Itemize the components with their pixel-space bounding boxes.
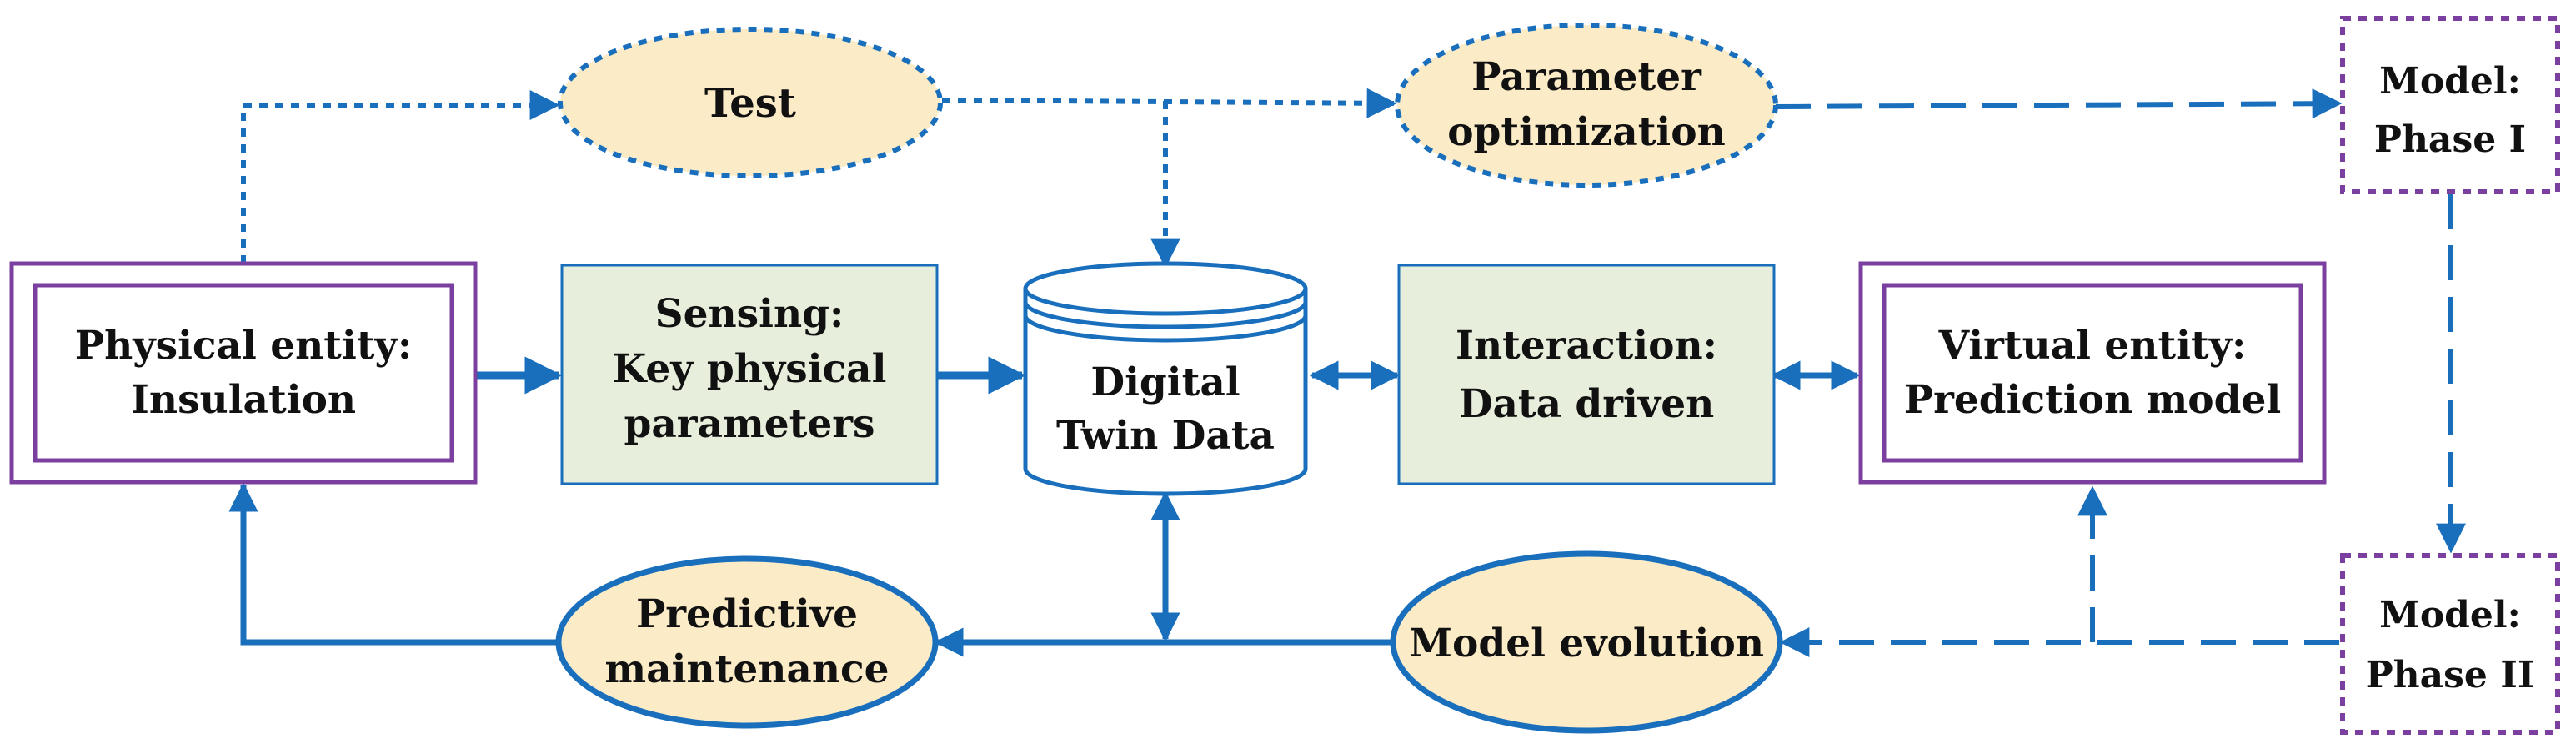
interaction-node: Interaction: Data driven xyxy=(1397,264,1776,485)
edge-physical-to-test xyxy=(241,90,560,264)
virtual-entity-node: Virtual entity: Prediction model xyxy=(1858,261,2327,485)
model-phase1-line1: Model: xyxy=(2379,60,2521,103)
interaction-line1: Interaction: xyxy=(1456,323,1717,369)
model-phase1-line2: Phase I xyxy=(2374,118,2526,161)
predictive-maintenance-node: Predictive maintenance xyxy=(555,555,939,729)
physical-entity-line1: Physical entity: xyxy=(75,323,412,369)
predictive-maintenance-line2: maintenance xyxy=(604,646,889,692)
parameter-optimization-line2: optimization xyxy=(1447,109,1726,155)
virtual-entity-line2: Prediction model xyxy=(1904,377,2282,423)
sensing-node: Sensing: Key physical parameters xyxy=(560,264,939,485)
sensing-line2: Key physical xyxy=(613,346,887,392)
sensing-line3: parameters xyxy=(624,401,875,447)
digital-twin-line1: Digital xyxy=(1090,359,1240,405)
digital-twin-data-node: Digital Twin Data xyxy=(1023,261,1308,496)
parameter-optimization-line1: Parameter xyxy=(1471,54,1702,100)
model-phase2-line2: Phase II xyxy=(2366,654,2535,696)
test-node: Test xyxy=(558,27,943,178)
model-evolution-node: Model evolution xyxy=(1390,550,1783,734)
edge-optimization-to-phase1 xyxy=(1775,88,2343,119)
test-label: Test xyxy=(704,80,796,127)
virtual-entity-line1: Virtual entity: xyxy=(1938,323,2247,369)
model-phase2-node: Model: Phase II xyxy=(2340,553,2560,735)
model-phase2-line1: Model: xyxy=(2379,594,2521,636)
parameter-optimization-node: Parameter optimization xyxy=(1395,23,1778,188)
digital-twin-line2: Twin Data xyxy=(1056,413,1275,459)
edge-maintenance-to-physical xyxy=(228,482,557,646)
predictive-maintenance-line1: Predictive xyxy=(636,591,858,637)
model-evolution-label: Model evolution xyxy=(1409,621,1764,666)
sensing-line1: Sensing: xyxy=(655,291,844,337)
model-phase1-node: Model: Phase I xyxy=(2340,16,2560,194)
physical-entity-line2: Insulation xyxy=(131,377,356,423)
interaction-line2: Data driven xyxy=(1459,381,1715,427)
physical-entity-node: Physical entity: Insulation xyxy=(9,261,478,485)
